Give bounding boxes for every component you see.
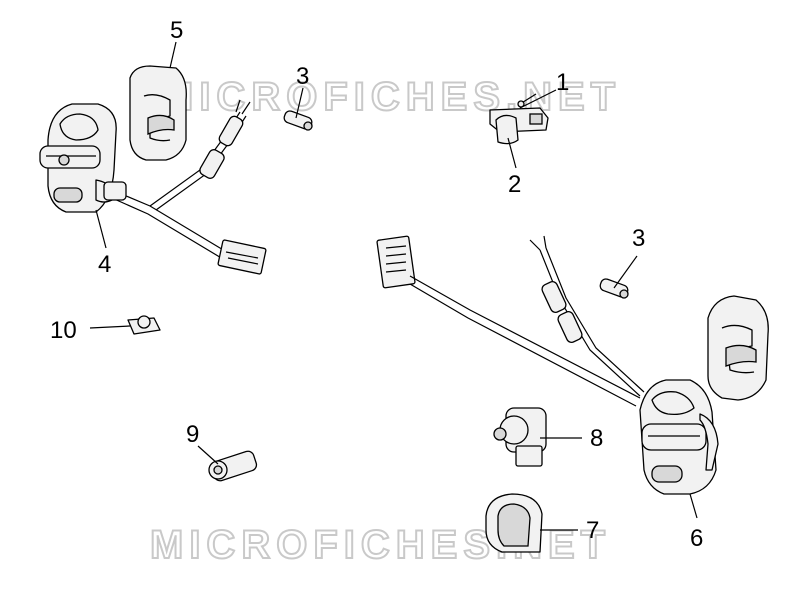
switch-insert-top: [283, 110, 313, 131]
callout-10: 10: [50, 317, 77, 344]
left-wiring-harness: [103, 99, 267, 275]
right-switch-cover: [707, 295, 769, 401]
callout-5: 5: [170, 17, 183, 44]
callout-9: 9: [186, 421, 199, 448]
leader-lines: [89, 41, 698, 531]
callout-2: 2: [508, 171, 521, 198]
callout-7: 7: [586, 517, 599, 544]
right-wiring-harness: [376, 235, 645, 407]
switch-ring: [485, 493, 543, 553]
key-lock: [208, 450, 258, 482]
callout-3-right: 3: [632, 225, 645, 252]
callout-6: 6: [690, 525, 703, 552]
callout-1: 1: [556, 69, 569, 96]
callout-4: 4: [98, 251, 111, 278]
left-switch-cover: [129, 65, 187, 161]
right-handlebar-switch: [639, 379, 719, 495]
ignition-switch: [493, 407, 547, 467]
callout-8: 8: [590, 425, 603, 452]
left-handlebar-switch: [39, 103, 117, 213]
callout-3-top: 3: [296, 63, 309, 90]
clip-nut: [127, 315, 161, 335]
switch-clip: [495, 114, 519, 145]
watermark-top: MICROFICHES.NET: [160, 75, 621, 119]
